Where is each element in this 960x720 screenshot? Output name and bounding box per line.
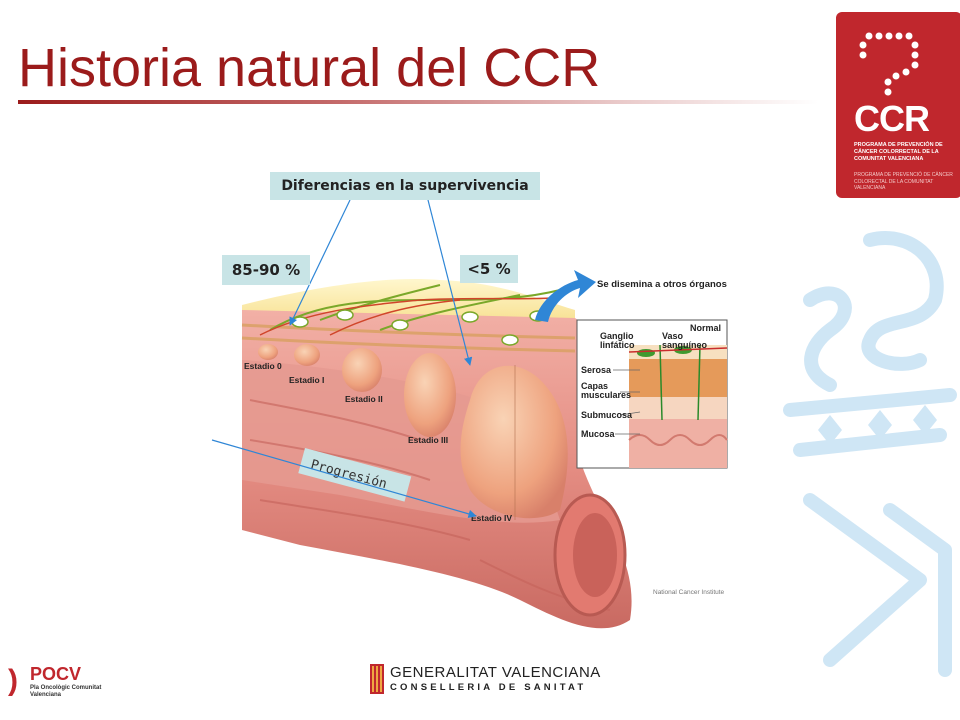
tumor-stage-1 xyxy=(294,344,320,366)
survival-early-value: 85-90 % xyxy=(222,255,310,285)
generalitat-name: GENERALITAT VALENCIANA xyxy=(390,664,601,681)
survival-header: Diferencias en la supervivencia xyxy=(270,172,540,200)
tumor-stage-2 xyxy=(342,348,382,392)
title-underline xyxy=(18,100,818,104)
survival-pointer-early xyxy=(289,199,351,326)
tumor-stage-0 xyxy=(258,344,278,360)
progression-arrow xyxy=(211,439,477,518)
pocv-mark-icon: ) xyxy=(8,664,18,697)
blood-vessels xyxy=(259,297,556,336)
stage-label-3: Estadio III xyxy=(408,435,448,445)
pocv-name: POCV xyxy=(30,664,82,684)
pocv-logo: ) POCV Pla Oncològic Comunitat Valencian… xyxy=(8,662,108,702)
stage-label-1: Estadio I xyxy=(289,375,324,385)
ccr-logo: CCR PROGRAMA DE PREVENCIÓN DE CÁNCER COL… xyxy=(836,12,960,198)
inset-normal-label: Normal xyxy=(690,323,721,333)
ccr-program-text-secondary: PROGRAMA DE PREVENCIÓ DE CÀNCER COLORECT… xyxy=(854,172,953,191)
image-credit: National Cancer Institute xyxy=(653,589,725,596)
gva-watermark-emblem xyxy=(783,231,957,677)
lymph-nodes xyxy=(291,309,547,346)
generalitat-logo: GENERALITAT VALENCIANA CONSELLERIA DE SA… xyxy=(368,662,600,698)
survival-late-value: <5 % xyxy=(460,255,518,283)
tumor-stage-3 xyxy=(404,353,456,437)
spread-label: Se disemina a otros órganos xyxy=(597,279,727,290)
conselleria-name: CONSELLERIA DE SANITAT xyxy=(390,682,587,693)
inset-normal-wall xyxy=(576,319,728,469)
tumor-stage-4 xyxy=(460,365,568,520)
ccr-program-text: PROGRAMA DE PREVENCIÓN DE CÁNCER COLORRE… xyxy=(854,142,943,162)
pocv-subtitle: Pla Oncològic Comunitat Valenciana xyxy=(30,685,102,698)
stage-label-2: Estadio II xyxy=(345,394,383,404)
progression-band: Progresión xyxy=(298,448,412,502)
stage-label-0: Estadio 0 xyxy=(244,361,282,371)
stage-label-4: Estadio IV xyxy=(471,513,512,523)
survival-pointer-late xyxy=(427,199,473,366)
generalitat-emblem-icon xyxy=(370,664,384,694)
inset-layer-submucosa: Submucosa xyxy=(581,410,633,420)
ccr-logo-text: CCR xyxy=(854,98,930,139)
inset-layer-serosa: Serosa xyxy=(581,365,612,375)
ccr-dots-icon xyxy=(859,32,919,96)
inset-layer-mucosa: Mucosa xyxy=(581,429,616,439)
spread-arrow xyxy=(535,270,596,322)
slide-title: Historia natural del CCR xyxy=(18,38,601,98)
